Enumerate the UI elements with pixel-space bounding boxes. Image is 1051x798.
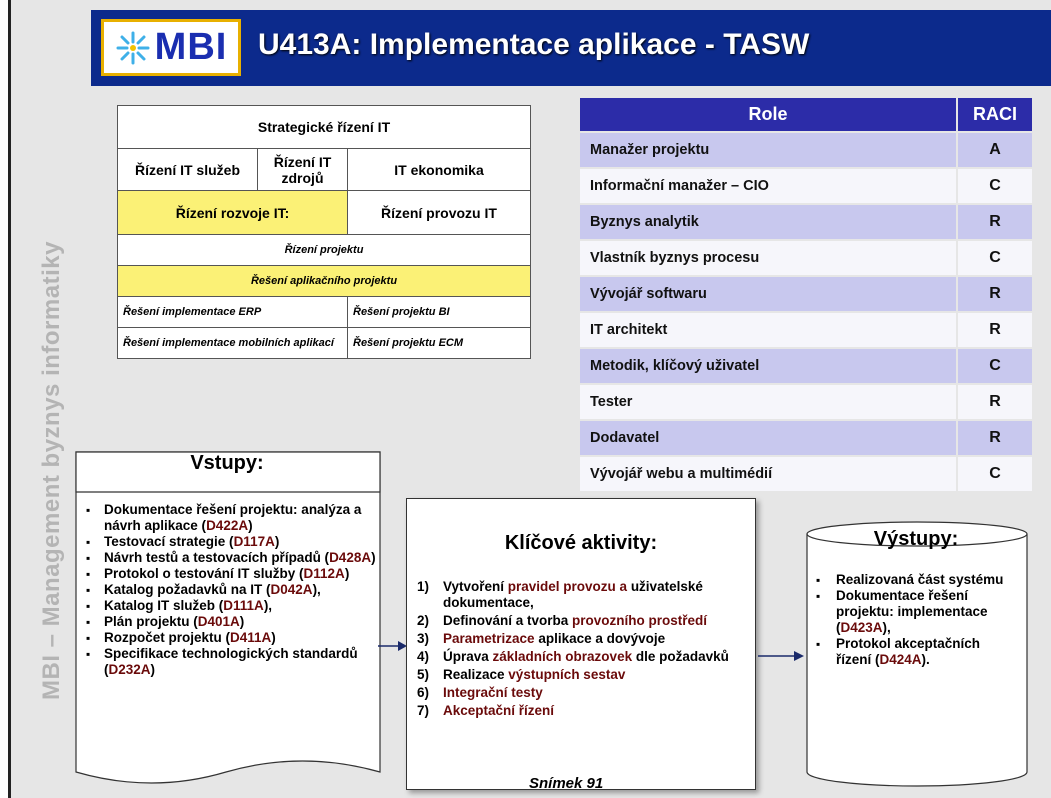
raci-role: Byznys analytik <box>580 205 956 239</box>
raci-value: R <box>956 385 1032 419</box>
raci-role: Vývojář softwaru <box>580 277 956 311</box>
list-item: Katalog IT služeb (D111A), <box>86 598 376 614</box>
raci-value: C <box>956 349 1032 383</box>
org-operations: Řízení provozu IT <box>347 190 531 235</box>
org-strategic: Strategické řízení IT <box>117 105 531 149</box>
sun-icon <box>116 31 150 64</box>
raci-value: C <box>956 457 1032 491</box>
activities-title: Klíčové aktivity: <box>504 532 658 554</box>
org-services: Řízení IT služeb <box>117 148 258 191</box>
raci-role: Informační manažer – CIO <box>580 169 956 203</box>
raci-value: A <box>956 133 1032 167</box>
org-erp: Řešení implementace ERP <box>117 296 348 328</box>
outputs-title: Výstupy: <box>873 528 959 550</box>
arrow-right-icon <box>378 641 407 651</box>
list-item: Realizovaná část systému <box>814 572 1014 588</box>
page-title: U413A: Implementace aplikace - TASW <box>258 28 810 61</box>
raci-value: R <box>956 421 1032 455</box>
raci-header-role: Role <box>580 98 956 131</box>
raci-value: C <box>956 169 1032 203</box>
list-item: 7)Akceptační řízení <box>417 703 555 718</box>
slide-border <box>8 0 11 798</box>
org-bi: Řešení projektu BI <box>347 296 531 328</box>
raci-role: Vlastník byznys procesu <box>580 241 956 275</box>
raci-value: R <box>956 313 1032 347</box>
raci-role: Dodavatel <box>580 421 956 455</box>
key-activities-box: Klíčové aktivity: 1)Vytvoření pravidel p… <box>406 498 756 792</box>
logo-text: MBI <box>154 26 228 68</box>
raci-header-raci: RACI <box>956 98 1032 131</box>
list-item: Dokumentace řešení projektu: analýza a n… <box>86 502 376 534</box>
raci-role: Vývojář webu a multimédií <box>580 457 956 491</box>
list-item: Katalog požadavků na IT (D042A), <box>86 582 376 598</box>
org-project-mgmt: Řízení projektu <box>117 234 531 266</box>
outputs-list: Realizovaná část systému Dokumentace řeš… <box>814 572 1014 668</box>
list-item: 5)Realizace výstupních sestav <box>417 667 626 682</box>
raci-value: R <box>956 277 1032 311</box>
list-item: Protokol akceptačních řízení (D424A). <box>814 636 1014 668</box>
mbi-logo: MBI <box>101 19 241 76</box>
list-item: Specifikace technologických standardů (D… <box>86 646 376 678</box>
org-development: Řízení rozvoje IT: <box>117 190 348 235</box>
raci-value: C <box>956 241 1032 275</box>
inputs-title: Vstupy: <box>190 452 264 474</box>
list-item: Plán projektu (D401A) <box>86 614 376 630</box>
list-item: Protokol o testování IT služby (D112A) <box>86 566 376 582</box>
list-item: 6)Integrační testy <box>417 685 543 700</box>
activities-list: 1)Vytvoření pravidel provozu a uživatels… <box>417 579 747 721</box>
org-economics: IT ekonomika <box>347 148 531 191</box>
inputs-list: Dokumentace řešení projektu: analýza a n… <box>86 502 376 678</box>
raci-role: IT architekt <box>580 313 956 347</box>
raci-value: R <box>956 205 1032 239</box>
raci-role: Manažer projektu <box>580 133 956 167</box>
side-label: MBI – Management byznys informatiky <box>38 241 65 700</box>
slide-number: Snímek 91 <box>529 775 604 792</box>
list-item: 2)Definování a tvorba provozního prostře… <box>417 613 708 628</box>
header-bar: MBI U413A: Implementace aplikace - TASW <box>91 10 1051 86</box>
raci-role: Metodik, klíčový uživatel <box>580 349 956 383</box>
list-item: Rozpočet projektu (D411A) <box>86 630 376 646</box>
list-item: 4)Úprava základních obrazovek dle požada… <box>417 649 729 664</box>
list-item: Testovací strategie (D117A) <box>86 534 376 550</box>
org-mobile: Řešení implementace mobilních aplikací <box>117 327 348 359</box>
list-item: Dokumentace řešení projektu: implementac… <box>814 588 1014 636</box>
org-resources: Řízení IT zdrojů <box>257 148 348 191</box>
list-item: 1)Vytvoření pravidel provozu a uživatels… <box>417 579 703 610</box>
list-item: Návrh testů a testovacích případů (D428A… <box>86 550 376 566</box>
org-ecm: Řešení projektu ECM <box>347 327 531 359</box>
list-item: 3)Parametrizace aplikace a dovývoje <box>417 631 666 646</box>
arrow-right-icon <box>758 651 804 661</box>
org-structure-table: Strategické řízení IT Řízení IT služeb Ř… <box>117 105 531 359</box>
org-app-project: Řešení aplikačního projektu <box>117 265 531 297</box>
raci-role: Tester <box>580 385 956 419</box>
